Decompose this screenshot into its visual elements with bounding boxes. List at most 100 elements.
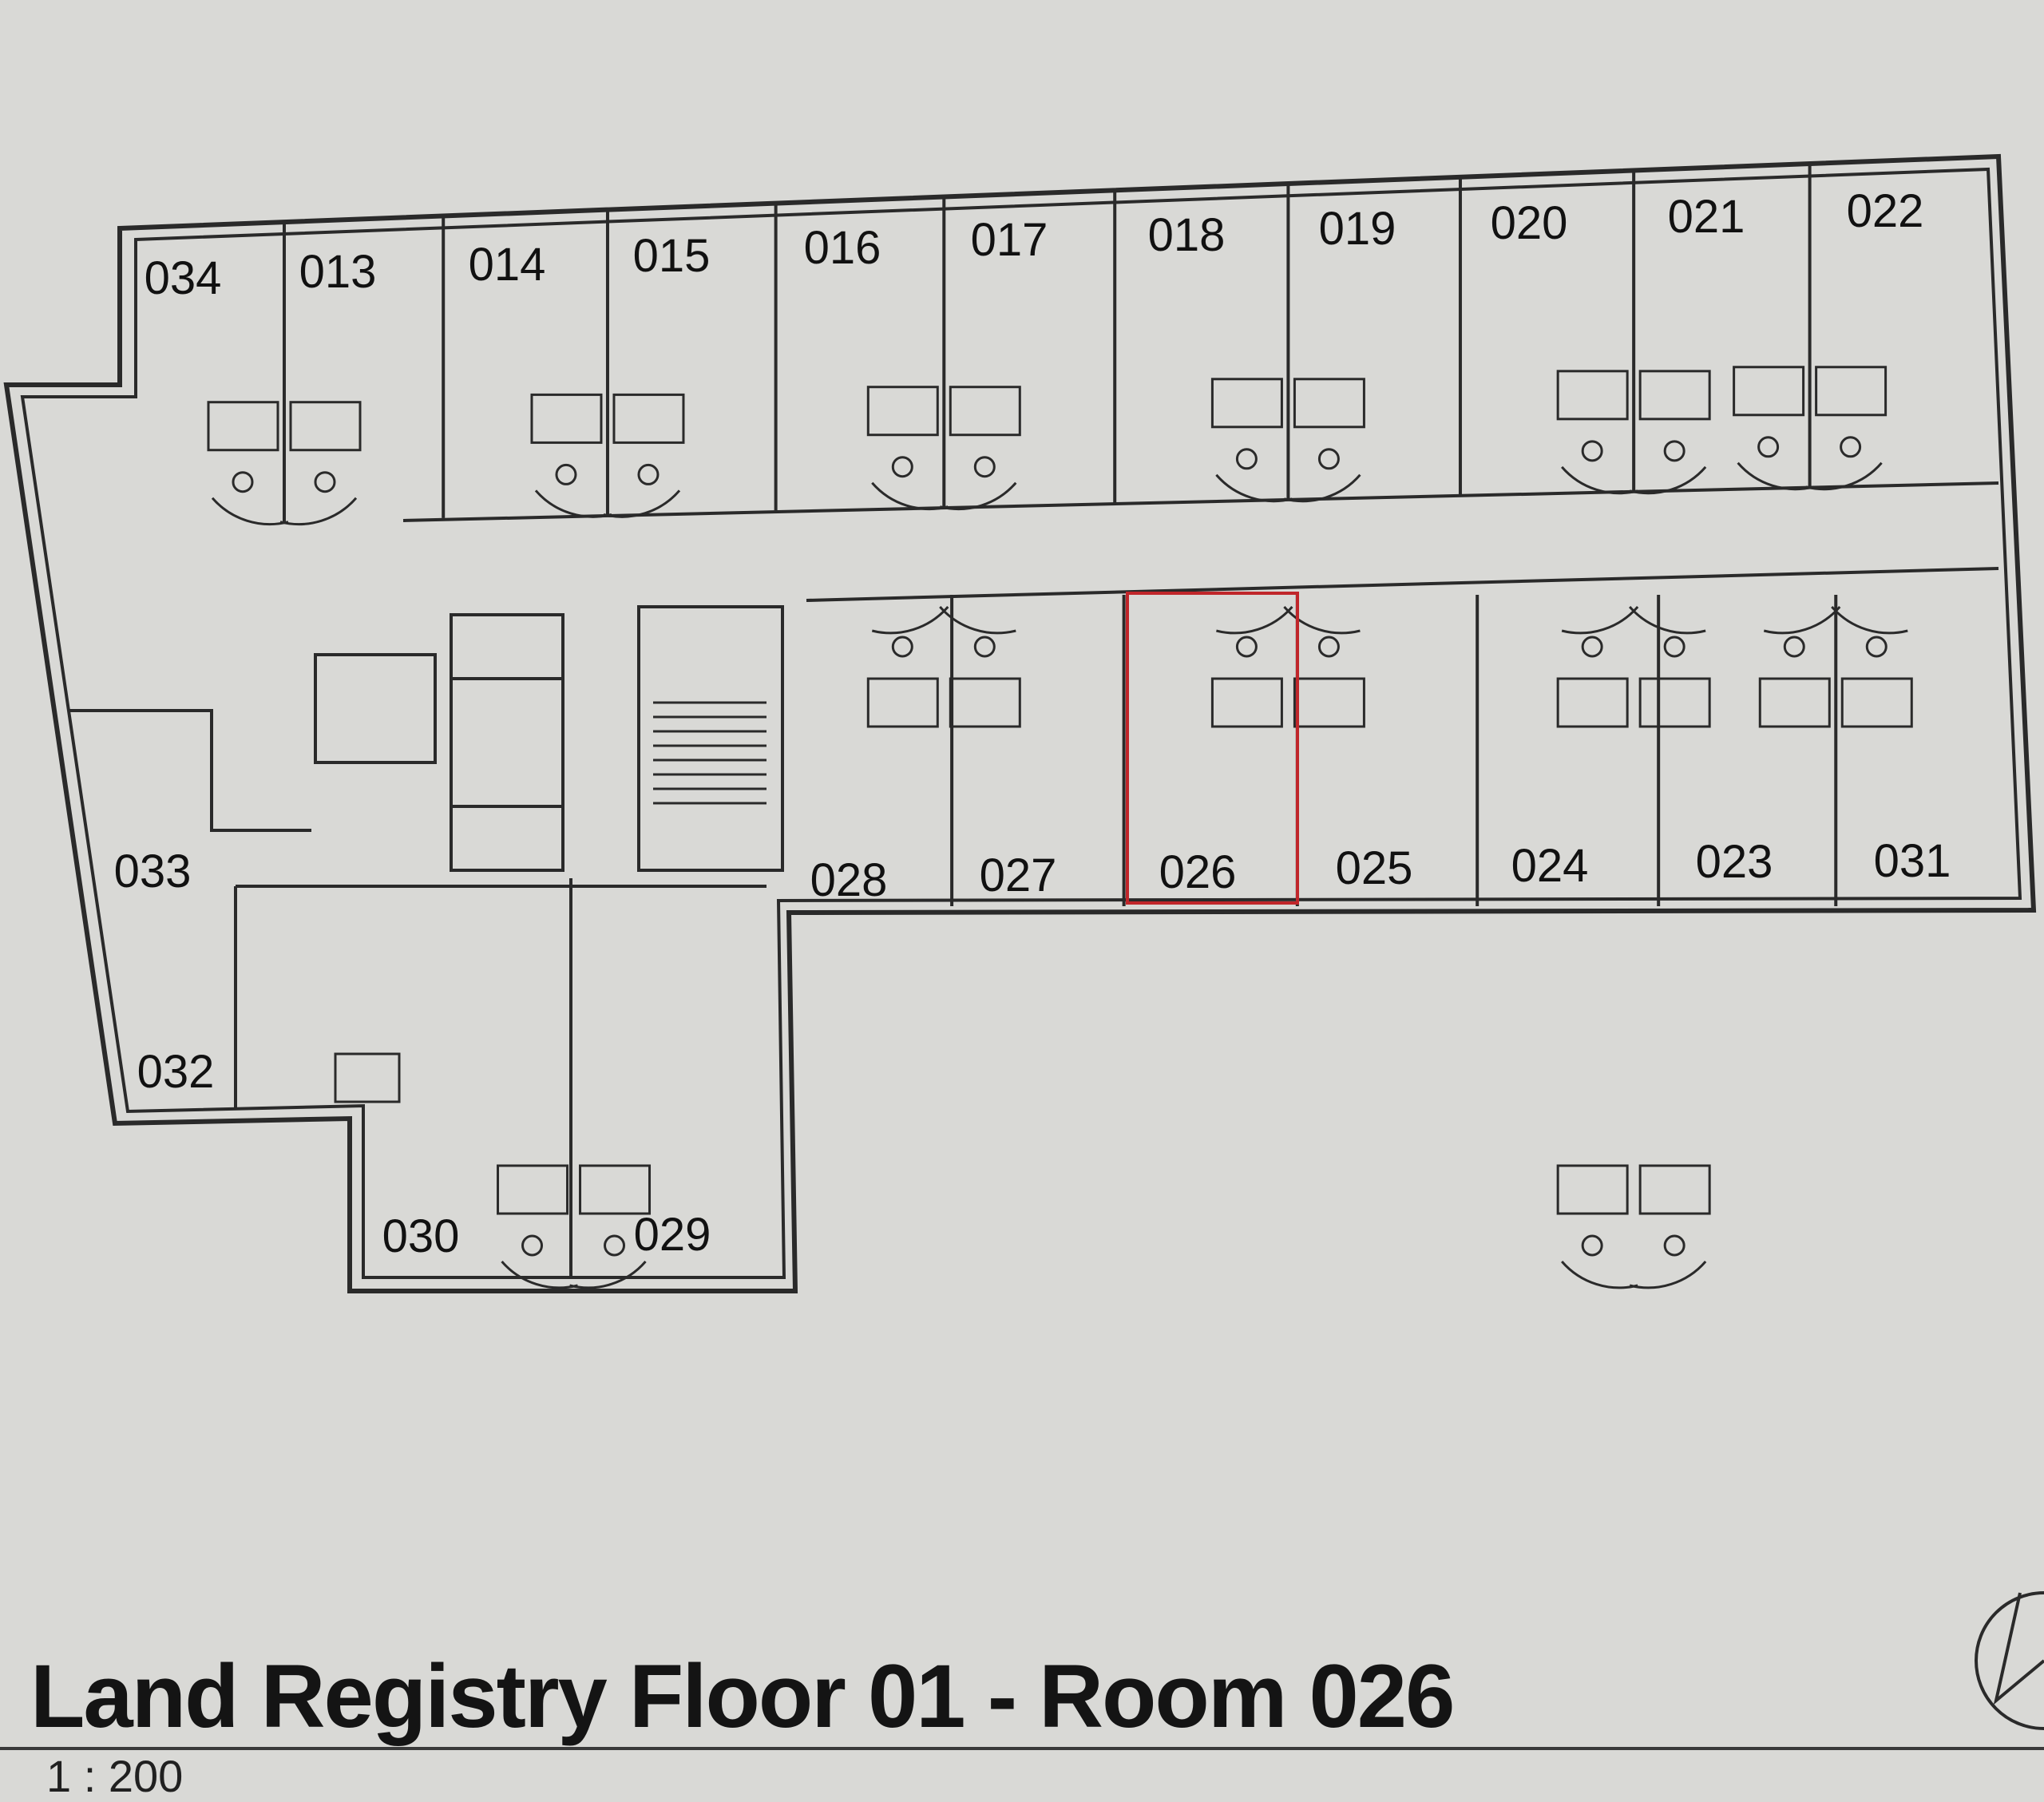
door-swing [1215,473,1293,503]
door-swing [603,489,681,518]
room-label-019[interactable]: 019 [1319,203,1396,255]
door-swing [279,497,358,526]
room-label-027[interactable]: 027 [980,850,1057,901]
bathroom-pod [1840,677,1913,728]
door-swing [1561,1261,1638,1289]
toilet-icon [1663,636,1686,658]
room-labels: 034 013 014 015 016 017 018 019 020 021 022 028 027 0… [114,185,1951,1262]
toilet-icon [637,463,660,485]
toilet-icon [1581,636,1603,658]
highlighted-room-026[interactable] [1126,592,1299,905]
bathroom-pod [1210,378,1283,429]
room-label-015[interactable]: 015 [633,230,711,282]
room-label-031[interactable]: 031 [1874,835,1951,887]
room-label-013[interactable]: 013 [299,246,377,298]
toilet-icon [1663,1234,1686,1257]
door-swing [211,497,289,526]
door-swing [569,1261,647,1289]
bathroom-pod [530,393,603,444]
bathroom-pod [949,386,1021,437]
room-label-017[interactable]: 017 [971,214,1048,266]
door-swing [1629,606,1706,635]
north-arrow-icon [1975,1591,2044,1730]
door-swing [1284,473,1361,503]
bathroom-pod [612,393,685,444]
toilet-icon [555,463,577,485]
room-label-028[interactable]: 028 [810,854,888,906]
toilet-icon [891,456,913,478]
toilet-icon [891,636,913,658]
toilet-icon [1317,448,1340,470]
toilet-icon [604,1234,626,1257]
bathroom-pod [1758,677,1831,728]
toilet-icon [1865,636,1888,658]
bathroom-pod [1638,1164,1711,1215]
door-swing [871,606,949,635]
bathroom-pod [1638,677,1711,728]
toilet-icon [1783,636,1805,658]
room-label-014[interactable]: 014 [469,239,546,291]
title-rule [0,1747,2044,1750]
door-swing [939,606,1016,635]
bathroom-pod [1556,370,1629,421]
room-label-032[interactable]: 032 [137,1046,215,1098]
service-room [314,653,437,764]
room-label-020[interactable]: 020 [1491,197,1568,249]
outer-wall [3,153,2037,1293]
room-label-021[interactable]: 021 [1668,191,1745,243]
fixtures [207,366,1913,1289]
toilet-icon [1840,436,1862,458]
bathroom-pod [1210,677,1283,728]
bathroom-pod [1638,370,1711,421]
bathroom-pod [334,1052,401,1103]
bathroom-pod [949,677,1021,728]
room-label-024[interactable]: 024 [1511,840,1589,892]
room-label-018[interactable]: 018 [1148,209,1226,261]
corridor-wall-north [402,481,1999,522]
toilet-icon [1235,448,1258,470]
door-swing [939,481,1017,511]
door-swing [501,1261,578,1289]
bathroom-pod [1556,1164,1629,1215]
west-room-wall [68,709,311,832]
bathroom-pod [1293,378,1365,429]
toilet-icon [973,456,996,478]
room-label-022[interactable]: 022 [1847,185,1924,237]
toilet-icon [1317,636,1340,658]
bathroom-pod [866,677,939,728]
bathroom-pod [1815,366,1888,417]
toilet-icon [314,471,336,493]
door-swing [1561,606,1639,635]
door-swing [1629,1261,1707,1289]
lift [450,613,564,872]
toilet-icon [1581,440,1603,462]
toilet-icon [1663,440,1686,462]
inner-wall [20,167,2022,1279]
toilet-icon [521,1234,544,1257]
room-label-026[interactable]: 026 [1159,846,1237,898]
room-label-033[interactable]: 033 [114,846,192,897]
room-label-029[interactable]: 029 [634,1209,711,1261]
bathroom-pod [1556,677,1629,728]
bathroom-pod [497,1164,569,1215]
door-swing [1283,606,1361,635]
door-swing [1737,461,1814,491]
door-swing [1805,461,1883,491]
room-label-034[interactable]: 034 [145,252,222,304]
bathroom-pod [1733,366,1805,417]
bathroom-pod [1293,677,1365,728]
door-swing [1629,465,1707,495]
door-swing [1561,465,1638,495]
room-label-030[interactable]: 030 [382,1210,460,1262]
door-swing [1763,606,1841,635]
door-swing [1831,606,1908,635]
door-swing [534,489,612,518]
bathroom-pod [579,1164,652,1215]
room-label-023[interactable]: 023 [1696,836,1773,888]
bathroom-pod [207,401,279,452]
room-label-025[interactable]: 025 [1336,842,1413,894]
room-label-016[interactable]: 016 [804,222,881,274]
toilet-icon [1581,1234,1603,1257]
drawing-title: Land Registry Floor 01 - Room 026 [30,1646,1455,1746]
toilet-icon [232,471,254,493]
